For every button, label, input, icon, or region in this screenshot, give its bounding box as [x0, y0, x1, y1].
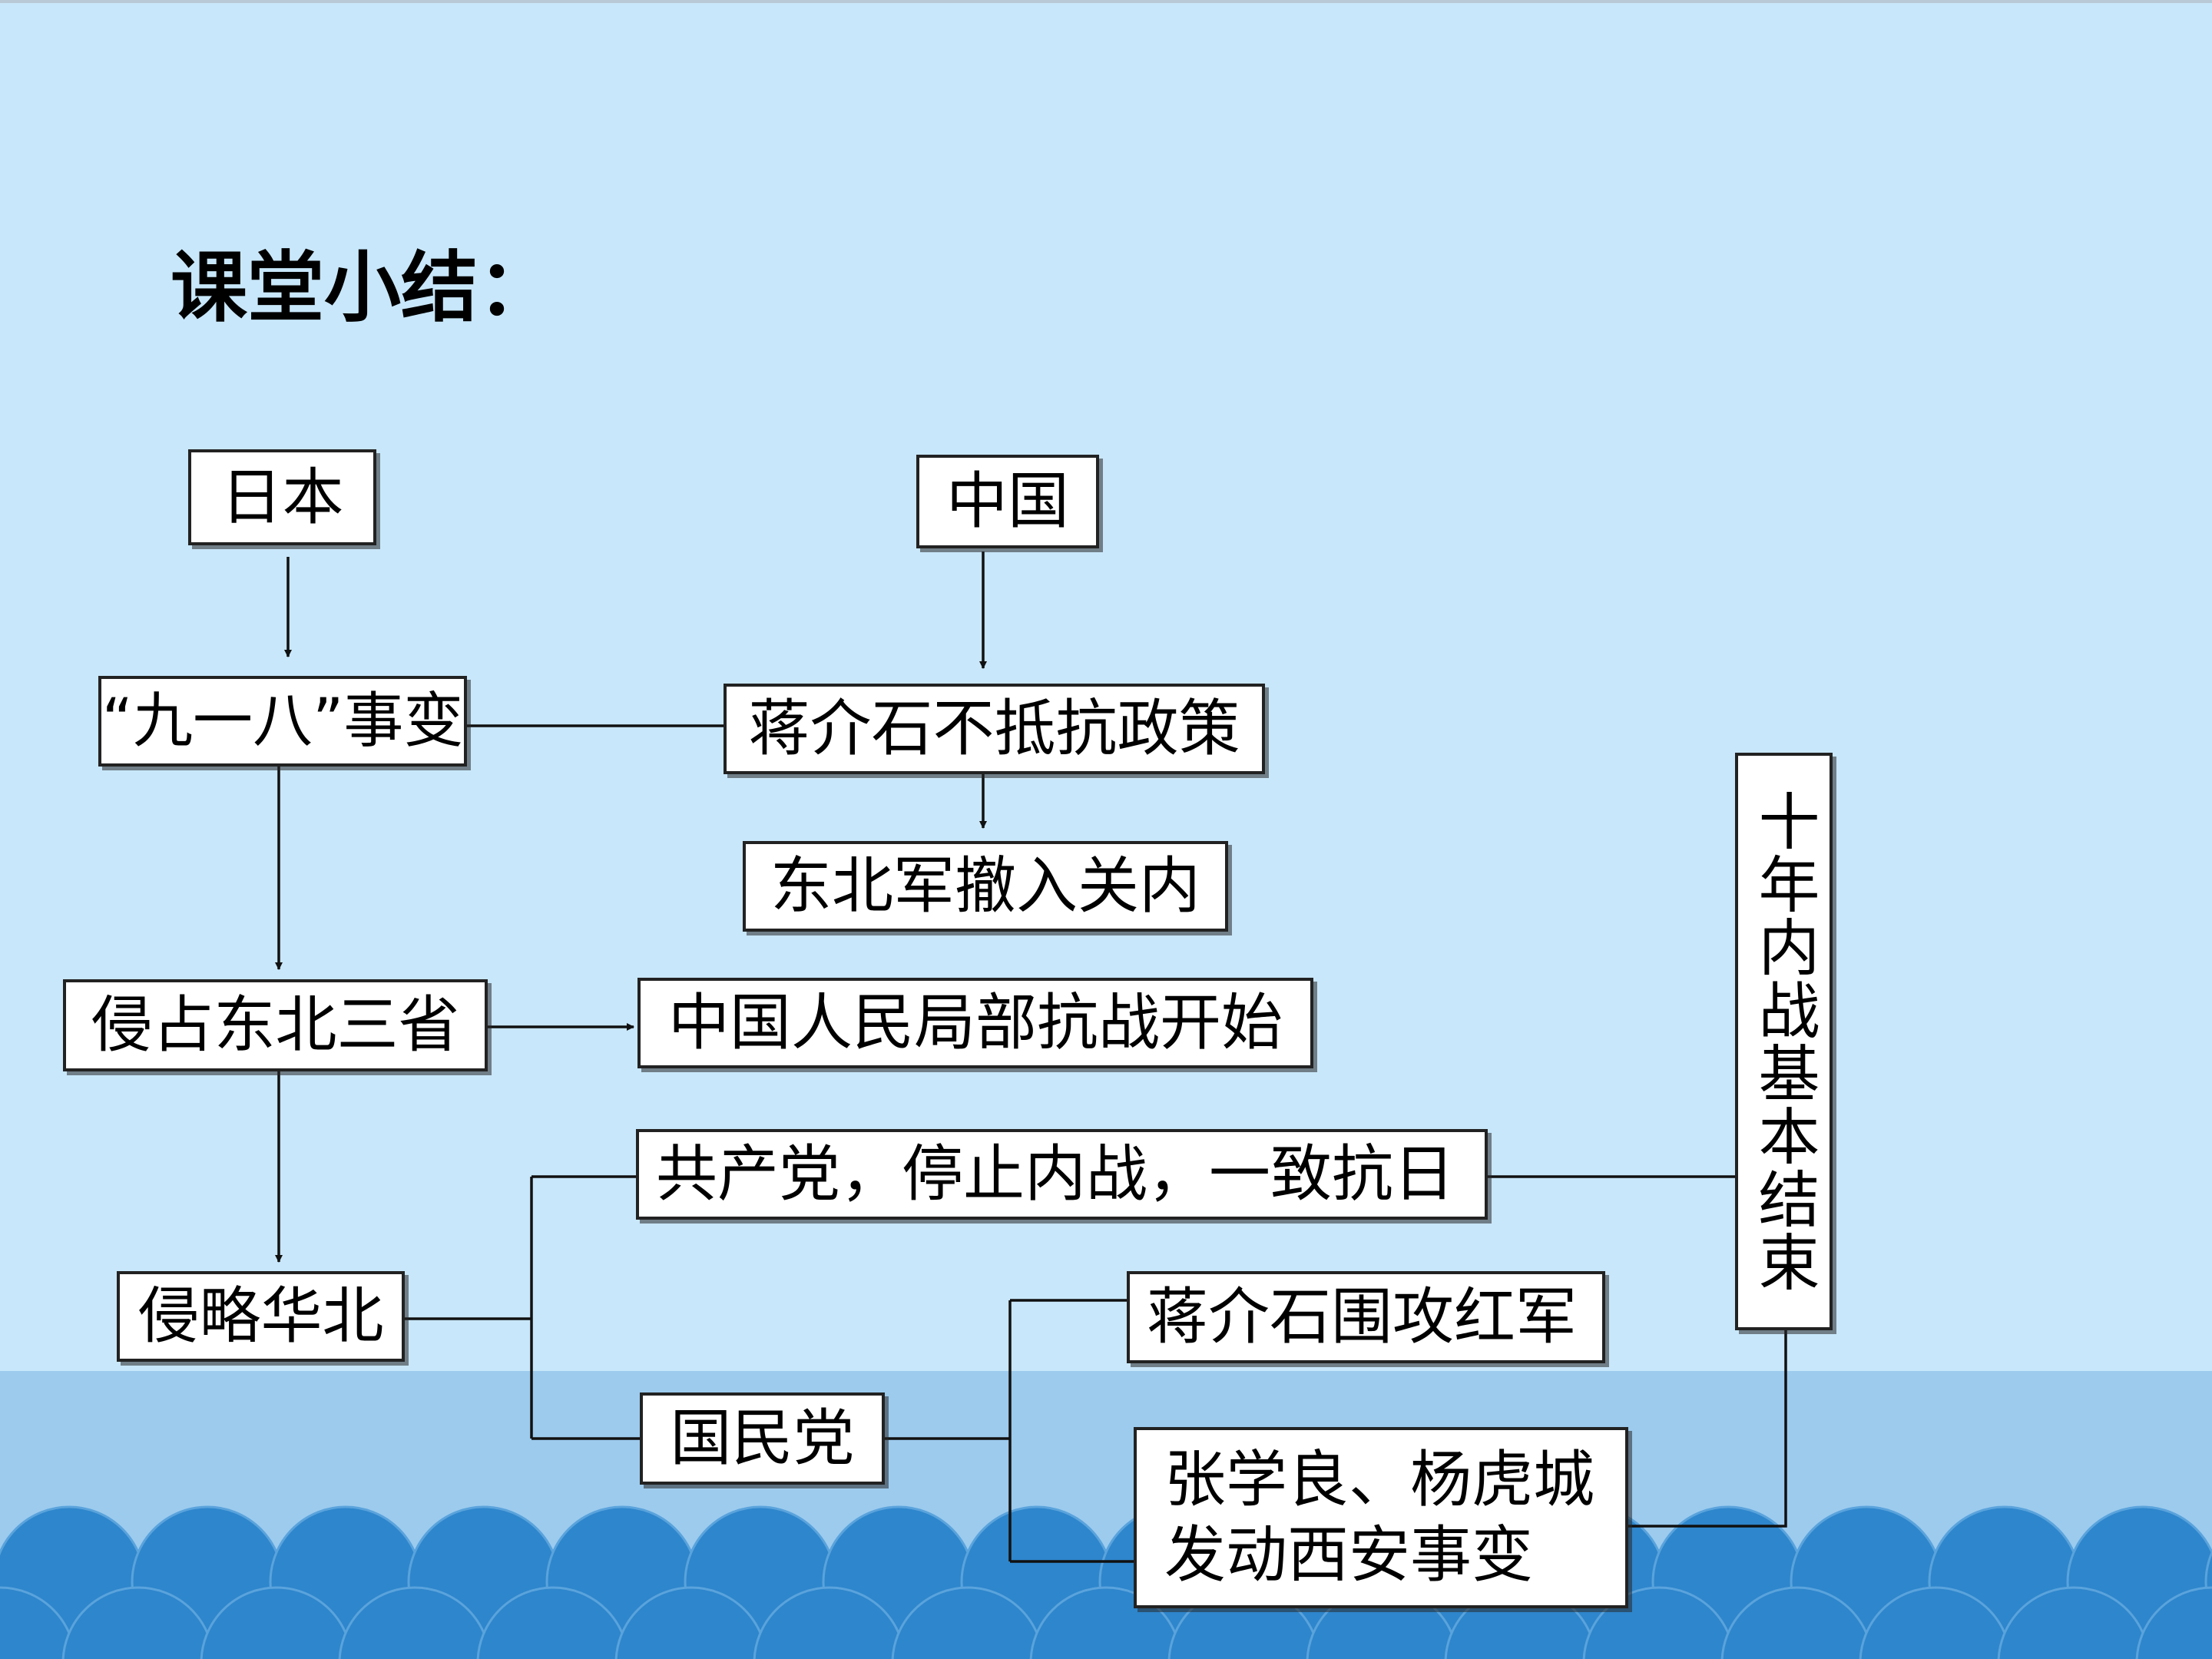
node-japan: 日本: [188, 449, 376, 545]
node-xian-incident: 张学良、杨虎城 发动西安事变: [1134, 1427, 1628, 1608]
wave-scallop: [2135, 1586, 2212, 1659]
node-invade-north-china: 侵略华北: [117, 1271, 405, 1362]
wave-scallop: [200, 1586, 353, 1659]
wave-scallop: [891, 1586, 1045, 1659]
wave-scallop: [1859, 1586, 2012, 1659]
node-army-withdraw: 东北军撤入关内: [743, 841, 1228, 932]
node-incident-918: “九一八”事变: [98, 676, 467, 767]
node-civil-war-end: 十年内战基本结束: [1735, 753, 1833, 1330]
node-cpc-policy: 共产党，停止内战，一致抗日: [636, 1129, 1488, 1220]
wave-scallop: [476, 1586, 630, 1659]
wave-scallop: [1720, 1586, 1874, 1659]
node-attack-red-army: 蒋介石围攻红军: [1127, 1271, 1605, 1363]
node-non-resistance-policy: 蒋介石不抵抗政策: [724, 684, 1265, 774]
node-kmt: 国民党: [640, 1392, 885, 1485]
node-local-resistance: 中国人民局部抗战开始: [637, 978, 1313, 1068]
xian-incident-line-2: 发动西安事变: [1164, 1519, 1533, 1591]
slide-title: 课堂小结：: [171, 243, 555, 333]
top-edge-line: [0, 0, 2212, 3]
line-xian-to-civil-war-end: [1628, 1330, 1787, 1528]
wave-row-front: [0, 1586, 2212, 1659]
wave-scallop: [614, 1586, 768, 1659]
xian-incident-line-1: 张学良、杨虎城: [1164, 1444, 1594, 1516]
node-occupy-northeast: 侵占东北三省: [63, 979, 488, 1071]
bracket-kmt-to-outcomes: [885, 1299, 1134, 1563]
wave-scallop: [0, 1586, 77, 1659]
wave-scallop: [753, 1586, 906, 1659]
node-china: 中国: [916, 455, 1099, 548]
wave-scallop: [1997, 1586, 2151, 1659]
wave-scallop: [61, 1586, 215, 1659]
bracket-invade-to-parties: [405, 1175, 640, 1440]
wave-scallop: [338, 1586, 492, 1659]
